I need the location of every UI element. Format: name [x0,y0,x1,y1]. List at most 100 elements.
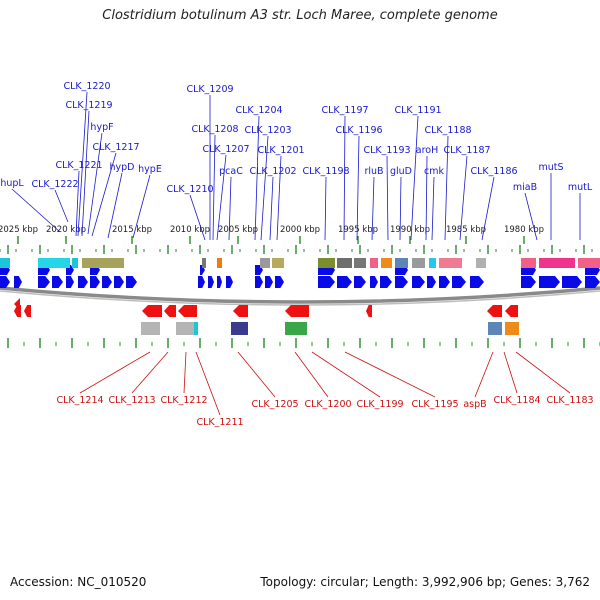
scale-label: 2005 kbp [218,225,258,235]
top-gene-label: CLK_1188 [424,125,471,136]
forward-gene-arrow [395,276,408,288]
forward-annotation-block [412,258,425,268]
bottom-label-leader [503,351,518,394]
top-label-leader [254,115,260,241]
top-label-leader [189,194,206,241]
reverse-annotation-block [231,322,248,335]
forward-gene-arrow [38,276,50,288]
scale-label: 1985 kbp [446,225,486,235]
bottom-label-leader [294,351,329,398]
top-label-leader [11,188,61,233]
forward-gene-arrow [114,276,124,288]
top-gene-label: rluB [364,166,383,177]
accession-text: Accession: NC_010520 [10,575,147,589]
bottom-gene-label: CLK_1184 [493,395,540,406]
genome-backbone [0,286,600,304]
bottom-label-leader [195,351,221,416]
forward-gene-arrow [354,276,366,288]
forward-annotation-block [381,258,392,268]
top-gene-label: hypE [138,164,162,175]
top-gene-label: gluD [390,166,412,177]
top-gene-label: CLK_1186 [470,166,517,177]
bottom-label-leader [474,351,494,398]
top-gene-label: aroH [416,145,438,156]
top-gene-label: CLK_1207 [202,144,249,155]
top-gene-label: CLK_1197 [321,105,368,116]
top-label-leader [132,174,151,239]
reverse-gene-arrow [24,305,31,317]
bottom-label-leader [131,351,169,394]
forward-annotation-block [578,258,600,268]
forward-gene-arrow [337,276,352,288]
bottom-gene-label: CLK_1183 [546,395,593,406]
bottom-label-leader [79,351,151,394]
genome-summary-text: Topology: circular; Length: 3,992,906 bp… [260,575,590,589]
bottom-label-leader [515,351,571,394]
bottom-label-leader [237,351,276,398]
top-label-leader [444,135,449,241]
top-label-leader [410,115,419,241]
reverse-gene-arrow [178,305,197,317]
scale-label: 2010 kbp [170,225,210,235]
forward-gene-arrow [585,276,600,288]
reverse-annotation-block [488,322,502,335]
reverse-gene-arrow [505,305,518,317]
bottom-gene-label: CLK_1199 [356,399,403,410]
forward-gene-arrow [412,276,425,288]
top-gene-label: CLK_1222 [31,179,78,190]
forward-annotation-block [439,258,462,268]
forward-annotation-block [217,258,222,268]
forward-gene-arrow [539,276,560,288]
top-label-leader [425,155,428,241]
top-label-leader [260,135,269,241]
reverse-gene-arrow [487,305,502,317]
forward-gene-arrow [452,276,466,288]
top-label-leader [269,176,274,241]
top-label-leader [343,115,346,241]
forward-gene-arrow [0,276,10,288]
forward-gene-arrow [562,276,582,288]
top-gene-label: CLK_1220 [63,81,110,92]
top-label-leader [87,132,103,235]
top-label-leader [386,155,389,241]
top-label-leader [81,110,90,237]
scale-label: 2025 kbp [0,225,38,235]
scale-label: 2020 kbp [46,225,86,235]
forward-gene-arrow [439,276,450,288]
forward-annotation-block [72,258,78,268]
forward-gene-arrow [198,276,205,288]
top-gene-label: CLK_1198 [302,166,349,177]
forward-gene-arrow [102,276,112,288]
forward-gene-arrow [208,276,214,288]
top-label-leader [54,189,69,223]
top-label-leader [216,154,227,241]
top-gene-label: CLK_1217 [92,142,139,153]
top-label-leader [212,134,216,241]
bottom-gene-label: CLK_1214 [56,395,103,406]
forward-annotation-block [318,258,335,268]
top-gene-label: mutS [538,162,563,173]
reverse-gene-arrow [366,305,372,317]
scale-label: 2015 kbp [112,225,152,235]
forward-gene-arrow [126,276,137,288]
forward-gene-arrow [318,276,335,288]
bottom-gene-label: aspB [463,399,486,410]
forward-annotation-block [395,258,408,268]
top-gene-label: CLK_1202 [249,166,296,177]
top-label-leader [91,152,117,237]
bottom-label-leader [311,351,381,398]
reverse-gene-arrow [164,305,176,317]
top-gene-label: CLK_1201 [257,145,304,156]
top-label-leader [399,176,402,241]
bottom-gene-label: CLK_1211 [196,417,243,428]
forward-annotation-block [476,258,486,268]
top-label-leader [481,176,495,241]
reverse-annotation-block [176,322,194,335]
forward-annotation-block [354,258,366,268]
top-label-leader [324,176,327,241]
reverse-gene-arrow [285,305,309,317]
scale-label: 2000 kbp [280,225,320,235]
top-label-leader [276,155,282,241]
forward-annotation-block [272,258,284,268]
